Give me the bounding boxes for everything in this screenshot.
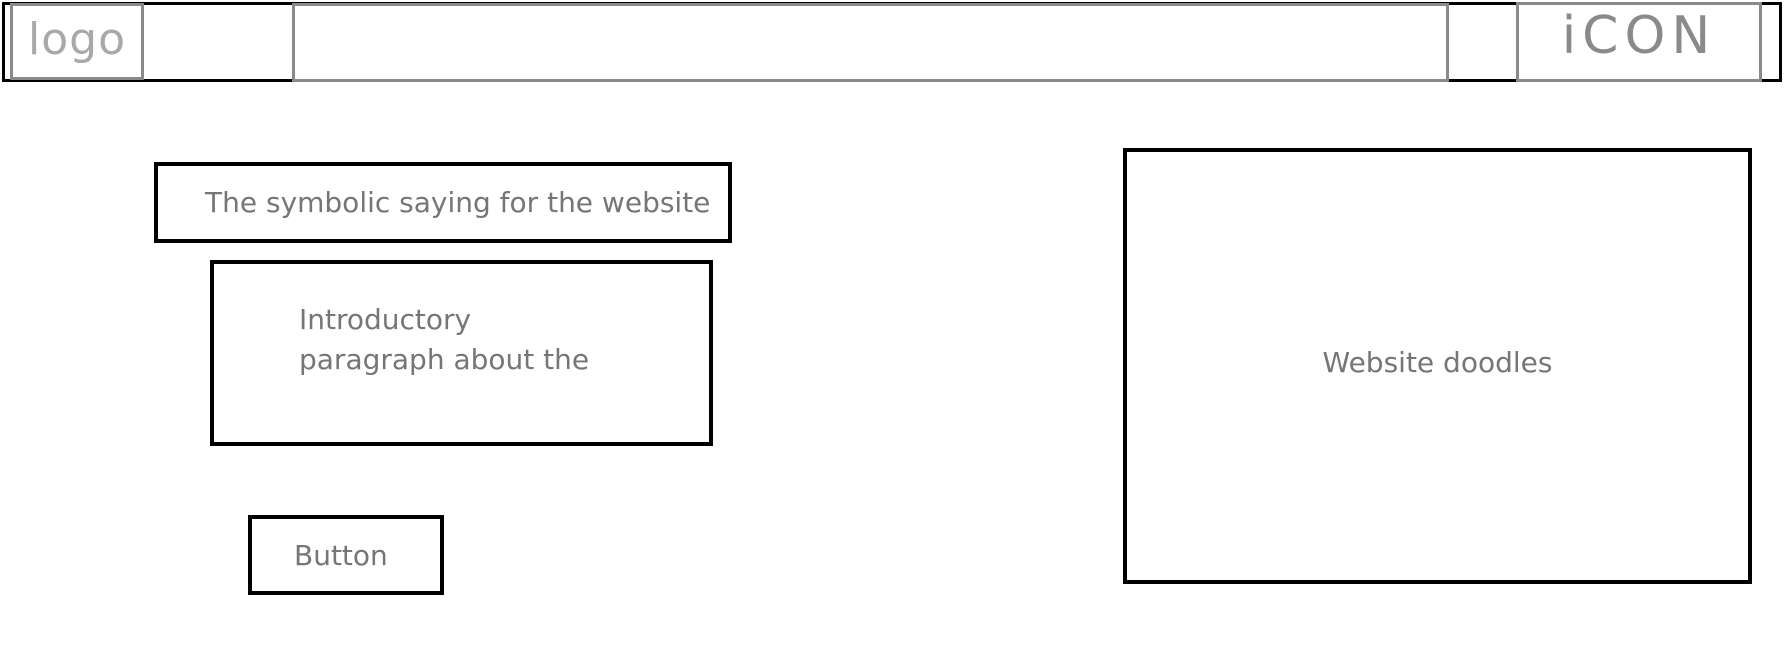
logo[interactable]: logo <box>10 3 144 80</box>
intro-paragraph-box: Introductory paragraph about the <box>210 260 713 446</box>
tagline-box: The symbolic saying for the website <box>154 162 732 243</box>
doodles-label: Website doodles <box>1322 345 1553 379</box>
tagline-text: The symbolic saying for the website <box>205 186 711 219</box>
main-button[interactable]: Button <box>248 515 444 595</box>
logo-text: logo <box>28 14 126 65</box>
header-icon[interactable]: iCON <box>1516 2 1762 82</box>
icon-label: iCON <box>1561 6 1717 66</box>
website-doodles-box: Website doodles <box>1123 148 1752 584</box>
intro-paragraph-text: Introductory paragraph about the <box>299 303 590 376</box>
search-bar[interactable] <box>292 3 1449 82</box>
button-label: Button <box>294 538 388 572</box>
